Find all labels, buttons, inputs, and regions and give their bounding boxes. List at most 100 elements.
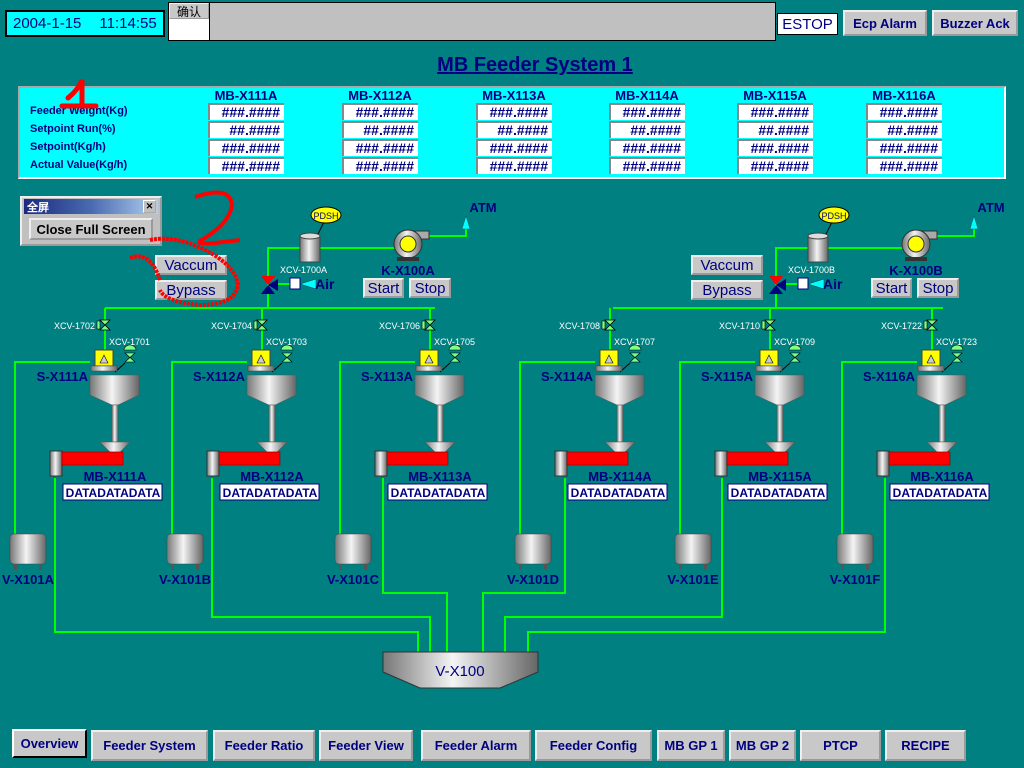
three-way-valve-icon[interactable]	[769, 276, 786, 294]
nav-button-overview[interactable]: Overview	[12, 729, 87, 758]
buzzer-ack-button[interactable]: Buzzer Ack	[932, 10, 1018, 36]
pump-start-button[interactable]: Start	[871, 278, 912, 298]
vessel-icon	[334, 533, 372, 565]
valve-part	[261, 285, 275, 294]
valve-actuator	[253, 320, 258, 330]
pump-status	[399, 235, 417, 253]
bypass-button[interactable]: Bypass	[155, 280, 227, 300]
vessel-icon	[836, 533, 874, 565]
feeder-screw-icon	[726, 451, 789, 466]
collector-pipe	[482, 478, 566, 655]
vessel-pipe	[339, 361, 415, 535]
pump-label: K-X100A	[381, 263, 435, 278]
air-valve-icon[interactable]	[289, 277, 301, 290]
vent-valve-icon[interactable]	[448, 344, 462, 363]
vessel-leg	[39, 564, 42, 570]
air-label: Air	[315, 276, 335, 292]
collector-pipe	[211, 478, 431, 655]
nav-button-feeder-view[interactable]: Feeder View	[319, 730, 413, 761]
vessel-label: V-X101A	[2, 572, 55, 587]
nav-button-feeder-alarm[interactable]: Feeder Alarm	[421, 730, 531, 761]
vessel-leg	[364, 564, 367, 570]
vessel-leg	[544, 564, 547, 570]
vv-top	[448, 344, 462, 351]
pump-stop-button[interactable]: Stop	[917, 278, 959, 298]
vent-valve-icon[interactable]	[788, 344, 802, 363]
valve-part	[769, 285, 783, 294]
value-field: ###.####	[609, 103, 685, 120]
inlet-valve-icon[interactable]	[761, 319, 776, 331]
value-field: ##.####	[342, 121, 418, 138]
vaccum-button[interactable]: Vaccum	[691, 255, 763, 275]
inlet-valve-icon[interactable]	[421, 319, 436, 331]
alarm-message-bar	[209, 2, 776, 41]
nav-button-feeder-system[interactable]: Feeder System	[91, 730, 208, 761]
vessel-label: V-X101E	[667, 572, 719, 587]
vessel-leg	[196, 564, 199, 570]
nav-button-feeder-config[interactable]: Feeder Config	[535, 730, 652, 761]
feeder-screw-icon	[566, 451, 629, 466]
three-way-valve-icon[interactable]	[261, 276, 278, 294]
value-field: ###.####	[342, 157, 418, 174]
vaccum-button[interactable]: Vaccum	[155, 255, 227, 275]
pump-start-button[interactable]: Start	[363, 278, 404, 298]
ecp-alarm-button[interactable]: Ecp Alarm	[843, 10, 927, 36]
bypass-button[interactable]: Bypass	[691, 280, 763, 300]
feeder-screw-icon	[888, 451, 951, 466]
vessel-leg	[519, 564, 522, 570]
vessel-leg	[14, 564, 17, 570]
value-field: ###.####	[609, 139, 685, 156]
inlet-valve-icon[interactable]	[253, 319, 268, 331]
time-text: 11:14:55	[99, 15, 157, 32]
level-symbol	[604, 354, 614, 364]
nav-button-feeder-ratio[interactable]: Feeder Ratio	[213, 730, 315, 761]
nav-button-mb-gp-2[interactable]: MB GP 2	[729, 730, 796, 761]
inlet-valve-icon[interactable]	[601, 319, 616, 331]
level-symbol	[256, 354, 266, 364]
hopper-flange	[755, 365, 783, 372]
close-icon[interactable]: ✕	[143, 200, 156, 213]
vent-valve-label: XCV-1709	[774, 337, 815, 347]
value-field: ###.####	[208, 157, 284, 174]
inlet-valve-icon[interactable]	[923, 319, 938, 331]
close-full-screen-button[interactable]: Close Full Screen	[29, 218, 153, 240]
vessel-label: V-X101C	[327, 572, 380, 587]
vent-valve-icon[interactable]	[123, 344, 137, 363]
value-field: ###.####	[476, 139, 552, 156]
air-valve-icon[interactable]	[797, 277, 809, 290]
nav-button-ptcp[interactable]: PTCP	[800, 730, 881, 761]
vv-body	[124, 352, 136, 363]
vv-top	[280, 344, 294, 351]
vent-valve-label: XCV-1701	[109, 337, 150, 347]
nav-button-mb-gp-1[interactable]: MB GP 1	[657, 730, 725, 761]
estop-indicator: ESTOP	[777, 13, 838, 35]
hopper-stem	[268, 404, 276, 443]
air-label: Air	[823, 276, 843, 292]
row-label: Actual Value(Kg/h)	[30, 159, 128, 171]
valve-body	[764, 319, 776, 331]
vv-top	[788, 344, 802, 351]
vent-valve-icon[interactable]	[280, 344, 294, 363]
value-field: ###.####	[342, 139, 418, 156]
feed-funnel	[764, 441, 796, 453]
vessel-leg	[339, 564, 342, 570]
fullscreen-window: 全屏 ✕ Close Full Screen	[20, 196, 162, 246]
pump-stop-button[interactable]: Stop	[409, 278, 451, 298]
vent-valve-label: XCV-1705	[434, 337, 475, 347]
collector-pipe	[54, 478, 419, 655]
vent-valve-icon[interactable]	[950, 344, 964, 363]
vessel-label: V-X101B	[159, 572, 211, 587]
vent-valve-icon[interactable]	[628, 344, 642, 363]
confirm-button[interactable]: 确认	[169, 3, 209, 19]
collector-pipe	[382, 478, 448, 655]
inlet-valve-icon[interactable]	[96, 319, 111, 331]
page-title: MB Feeder System 1	[437, 54, 633, 76]
fullscreen-title: 全屏	[27, 202, 49, 214]
nav-button-recipe[interactable]: RECIPE	[885, 730, 966, 761]
atm-vent-icon	[969, 215, 979, 230]
collector-vessel-icon	[382, 651, 539, 689]
air-inlet-icon	[299, 278, 317, 290]
valve-actuator	[96, 320, 101, 330]
collector-label: V-X100	[435, 663, 484, 680]
feeder-label: MB-X111A	[84, 469, 147, 484]
